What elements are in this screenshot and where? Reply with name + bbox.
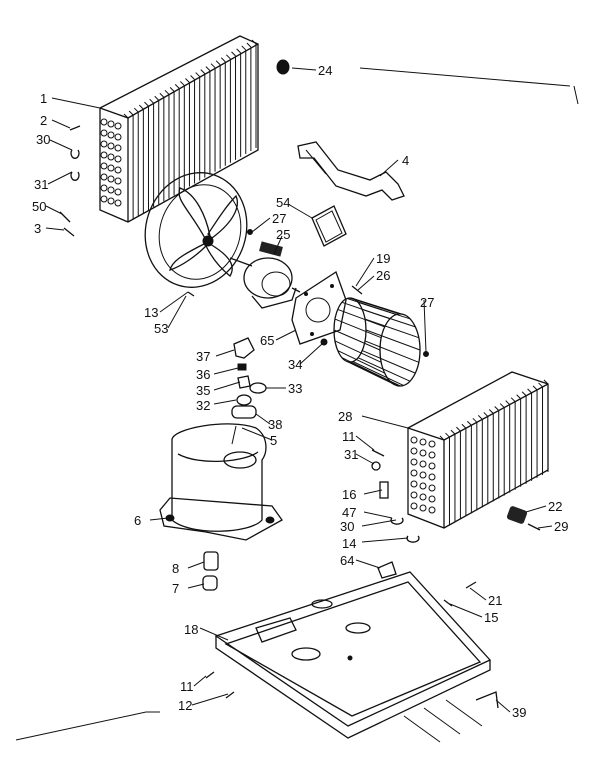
part-label: 24 xyxy=(318,63,333,78)
part-label: 39 xyxy=(512,705,527,720)
evaporator-coil xyxy=(407,371,549,529)
part-label: 37 xyxy=(196,349,211,364)
part-label: 54 xyxy=(276,195,291,210)
fan-motor xyxy=(229,241,301,309)
part-label: 6 xyxy=(134,513,142,528)
damper-panel xyxy=(311,205,347,247)
bracket-39 xyxy=(403,691,499,743)
part-label: 21 xyxy=(488,593,503,608)
part-label: 15 xyxy=(484,610,499,625)
part-label: 32 xyxy=(196,398,211,413)
part-label: 31 xyxy=(344,447,359,462)
part-label: 8 xyxy=(172,561,180,576)
part-label: 7 xyxy=(172,581,180,596)
base-pan xyxy=(214,571,492,739)
part-label: 3 xyxy=(34,221,42,236)
part-label: 30 xyxy=(340,519,355,534)
part-label: 13 xyxy=(144,305,159,320)
part-label: 38 xyxy=(268,417,283,432)
part-label: 27 xyxy=(420,295,435,310)
part-label: 47 xyxy=(342,505,357,520)
part-label: 28 xyxy=(338,409,353,424)
part-label: 16 xyxy=(342,487,357,502)
decorative-lines xyxy=(15,67,579,741)
part-label: 50 xyxy=(32,199,47,214)
motor-mount-plate xyxy=(291,271,347,345)
condenser-coil xyxy=(99,35,259,223)
part-label: 5 xyxy=(270,433,278,448)
overload-stack xyxy=(231,337,267,419)
part-label: 33 xyxy=(288,381,303,396)
fan-assembly xyxy=(144,172,248,288)
blower-wheel xyxy=(333,297,421,387)
part-label: 35 xyxy=(196,383,211,398)
part-label: 26 xyxy=(376,268,391,283)
part-label: 31 xyxy=(34,177,49,192)
compressor xyxy=(159,423,283,541)
fasteners xyxy=(59,125,477,699)
part-label: 19 xyxy=(376,251,391,266)
compressor-mounts xyxy=(165,514,275,591)
part-label: 18 xyxy=(184,622,199,637)
part-label: 64 xyxy=(340,553,355,568)
part-label: 30 xyxy=(36,132,51,147)
part-label: 36 xyxy=(196,367,211,382)
part-label: 11 xyxy=(342,429,356,444)
part-label: 22 xyxy=(548,499,563,514)
part-label: 27 xyxy=(272,211,287,226)
leader-lines xyxy=(45,67,553,713)
part-label: 34 xyxy=(288,357,303,372)
part-label: 11 xyxy=(180,679,194,694)
part-label: 12 xyxy=(178,698,193,713)
part-label: 25 xyxy=(276,227,291,242)
part-label: 4 xyxy=(402,153,410,168)
part-label: 2 xyxy=(40,113,48,128)
part-label: 1 xyxy=(40,91,48,106)
part-label: 53 xyxy=(154,321,169,336)
support-bracket xyxy=(297,141,405,201)
grommet-24 xyxy=(276,59,290,75)
part-label: 65 xyxy=(260,333,275,348)
part-label: 29 xyxy=(554,519,569,534)
part-label: 14 xyxy=(342,536,357,551)
